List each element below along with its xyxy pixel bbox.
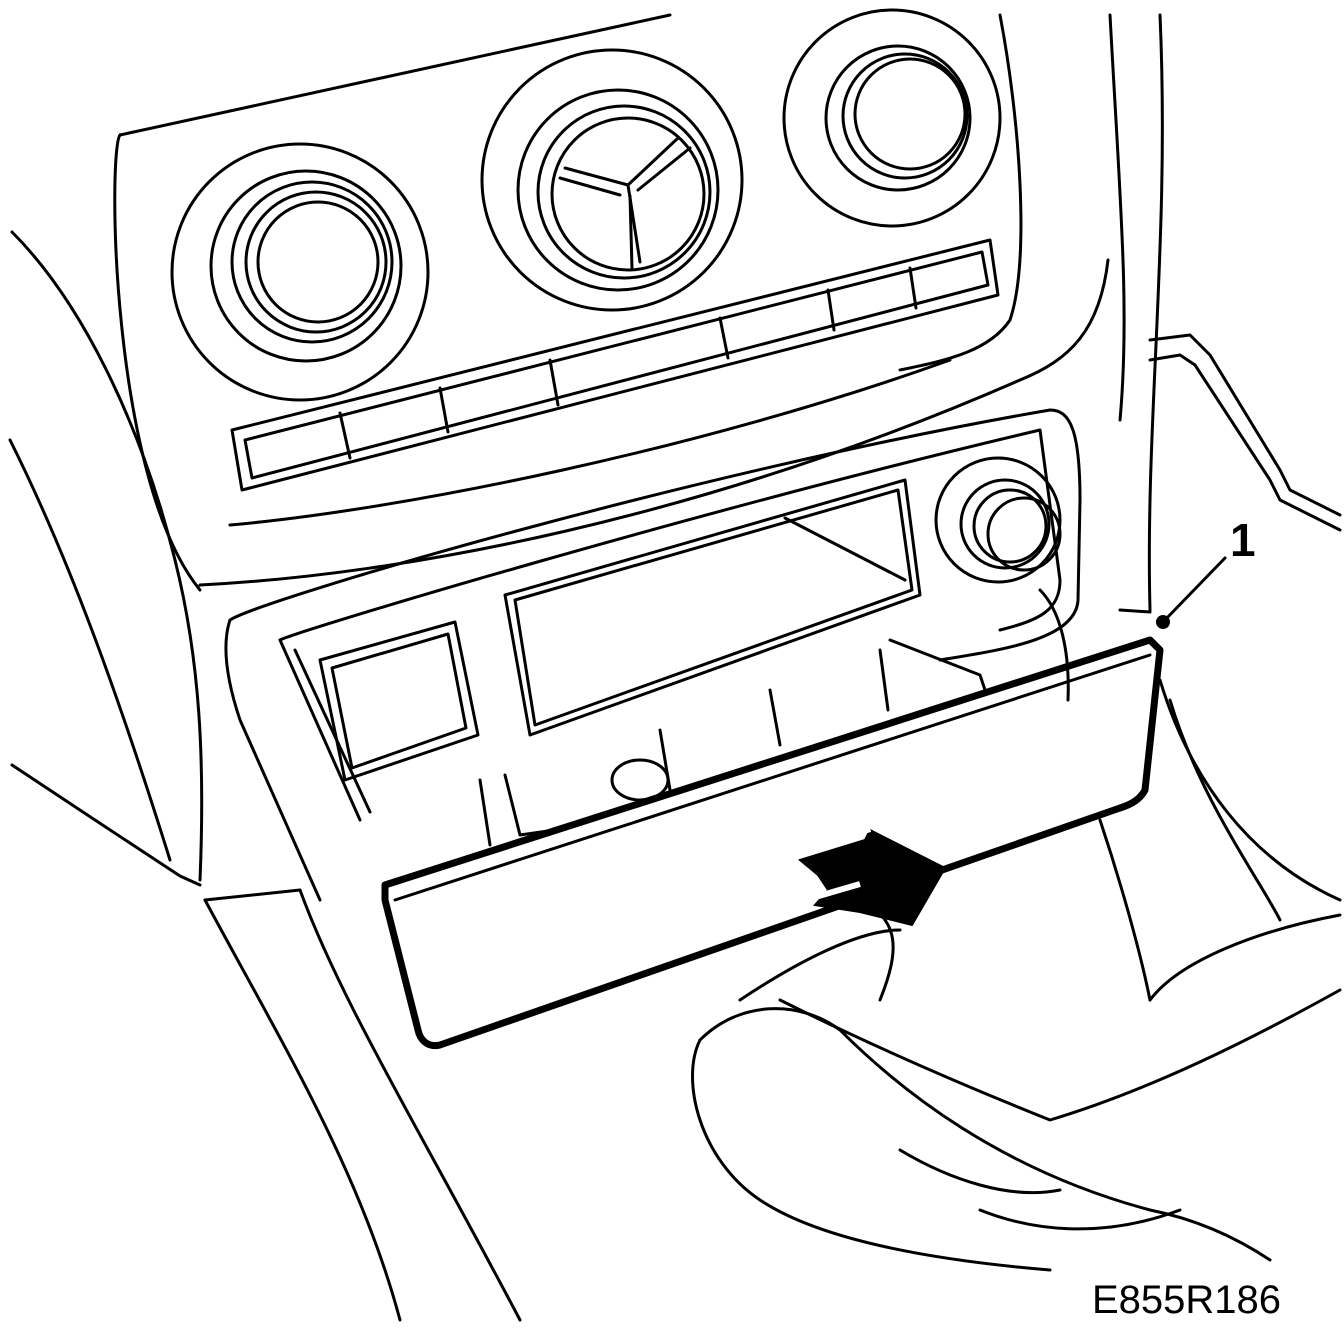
radio-panel [224,408,1082,902]
right-air-vent [782,8,1002,228]
vent-panel [113,13,1164,612]
left-trim-contours [8,230,522,1322]
storage-compartment-lid [381,636,1164,1050]
gear-lever-boot [691,818,1342,1272]
figure-id: E855R186 [1092,1278,1281,1322]
right-console-contours [1118,333,1342,922]
climate-button-strip [230,238,1000,492]
callout-dot [1156,615,1170,629]
callout-label: 1 [1230,514,1256,566]
left-air-vent [170,142,430,402]
callout-1: 1 [1156,514,1256,629]
center-air-vent [480,48,744,312]
arrow-down-right-icon [796,824,947,927]
